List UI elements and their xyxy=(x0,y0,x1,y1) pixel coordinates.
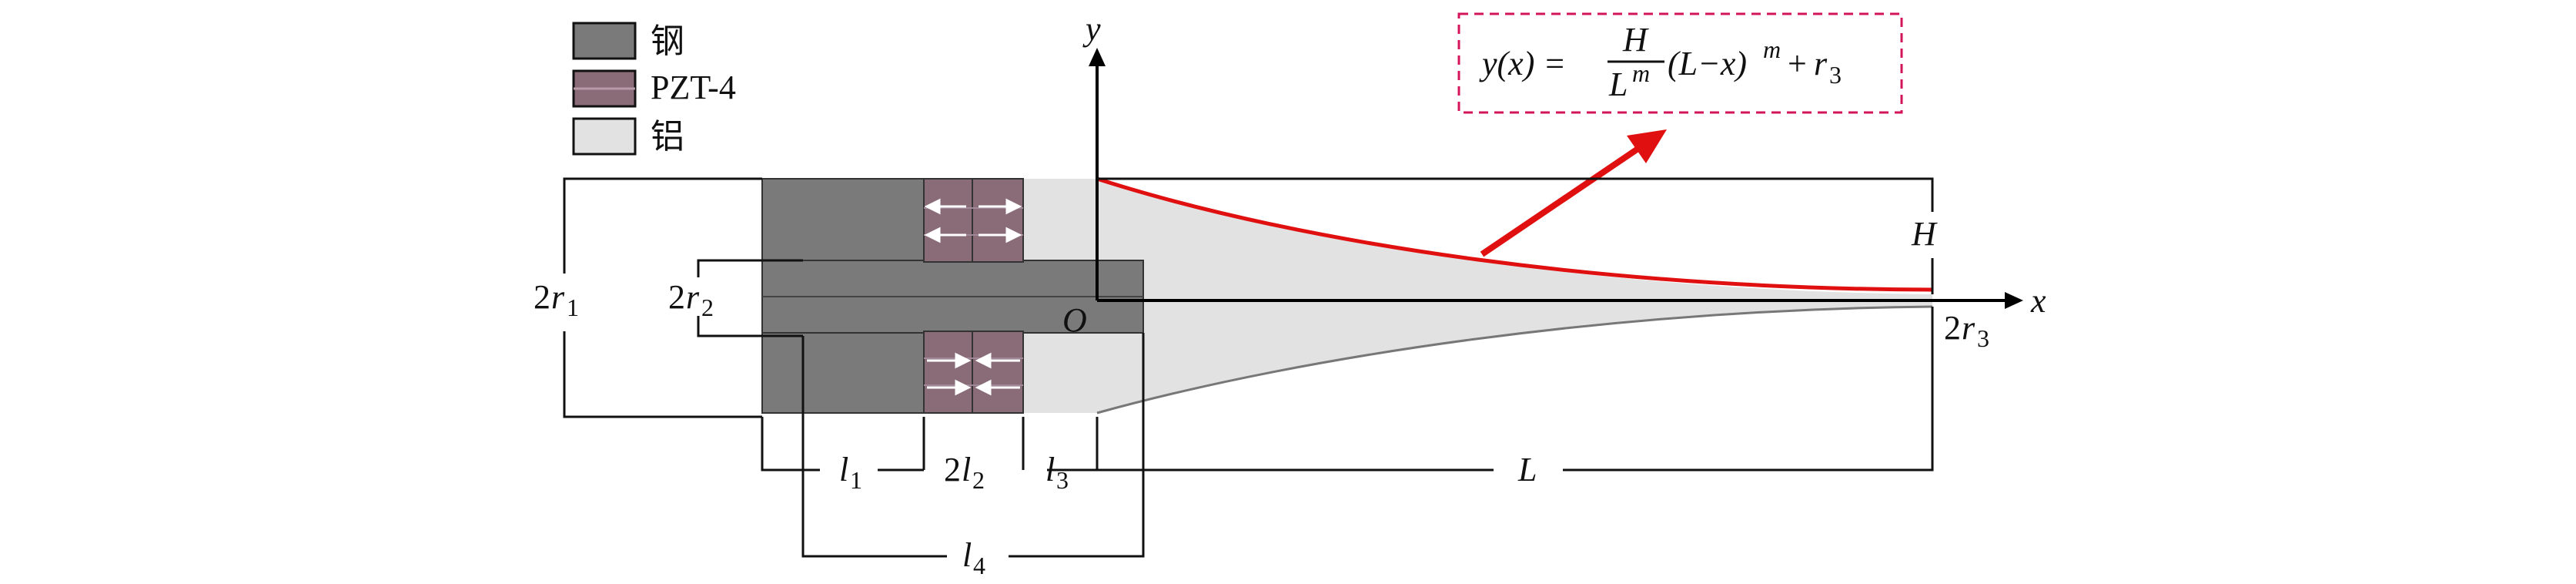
legend-steel-label: 钢 xyxy=(651,22,684,61)
formula-denominator-base: L xyxy=(1608,65,1628,103)
dim-2r1-prefix: 2 xyxy=(534,278,550,316)
dim-L-label: L xyxy=(1517,451,1537,488)
pzt-arrowhead-icon xyxy=(1005,198,1022,215)
dim-2r1-bracket xyxy=(563,177,762,418)
pzt-arrowhead-icon xyxy=(975,379,992,396)
x-axis-label: x xyxy=(2030,282,2046,320)
origin-label: O xyxy=(1062,301,1087,339)
formula-box: y(x) = H L m (L−x) m + r 3 xyxy=(1457,12,1903,114)
pzt-arrowhead-icon xyxy=(955,352,972,369)
dim-2l2-sub: 2 xyxy=(972,466,985,494)
legend: 钢 PZT-4 铝 xyxy=(572,22,736,156)
pzt-lower-2 xyxy=(972,331,1024,414)
dim-2r2-sub: 2 xyxy=(701,294,714,321)
formula-paren: (L−x) xyxy=(1668,45,1747,82)
aluminum-horn xyxy=(1024,179,1932,413)
dimension-lines: 2 r 1 2 r 2 H 2 r 3 l 1 2 l 2 l 3 L l 4 xyxy=(534,177,1989,579)
dim-l3-base: l xyxy=(1045,451,1055,488)
pzt-upper-1 xyxy=(923,178,973,263)
legend-pzt-label: PZT-4 xyxy=(651,69,736,106)
dim-2r2-prefix: 2 xyxy=(668,278,685,316)
pzt-arrowhead-icon xyxy=(1005,227,1022,243)
dim-2r3-prefix: 2 xyxy=(1944,309,1961,347)
formula-r-sub: 3 xyxy=(1829,61,1842,89)
pzt-lower-1 xyxy=(923,331,973,414)
dim-l1-base: l xyxy=(839,451,848,488)
formula-pointer xyxy=(1480,129,1667,257)
dim-H-bracket xyxy=(1097,177,1934,294)
dim-2r3-base: r xyxy=(1962,309,1975,347)
axes: y x O xyxy=(1062,10,2046,339)
profile-curve xyxy=(1096,176,1933,292)
formula-denominator-exp: m xyxy=(1632,59,1650,87)
dim-l4-base: l xyxy=(962,536,972,574)
legend-aluminum-label: 铝 xyxy=(651,117,684,156)
pzt-arrowhead-icon xyxy=(955,379,972,396)
steel-back-lower xyxy=(761,331,925,414)
dim-2r2-bracket xyxy=(697,259,803,337)
pzt-arrowhead-icon xyxy=(924,227,941,243)
dim-2r2-base: r xyxy=(686,278,700,316)
dim-2r1-base: r xyxy=(551,278,565,316)
legend-aluminum-swatch xyxy=(572,117,637,156)
dim-l1-sub: 1 xyxy=(850,466,862,494)
dim-l-row xyxy=(761,307,1934,472)
steel-parts xyxy=(761,178,1144,414)
polarization-arrows xyxy=(924,198,1022,396)
x-axis-arrow-icon xyxy=(2005,292,2023,309)
formula-numerator: H xyxy=(1622,21,1649,59)
pzt-upper-2 xyxy=(972,178,1024,263)
pointer-arrow-shaft xyxy=(1480,142,1646,257)
dim-2l2-prefix: 2 xyxy=(944,451,961,488)
dim-2r1-sub: 1 xyxy=(567,294,579,321)
steel-back-upper xyxy=(761,178,925,263)
formula-r-base: r xyxy=(1814,45,1828,82)
dim-l4-sub: 4 xyxy=(973,552,985,579)
pointer-arrowhead-icon xyxy=(1627,129,1667,163)
legend-steel-swatch xyxy=(572,22,637,60)
formula-exp: m xyxy=(1763,35,1781,63)
pzt-arrowhead-icon xyxy=(924,198,941,215)
dim-2l2-base: l xyxy=(962,451,971,488)
dim-2r3-sub: 3 xyxy=(1977,324,1989,352)
dim-H-label: H xyxy=(1911,215,1938,253)
dim-l3-sub: 3 xyxy=(1056,466,1069,494)
formula-lhs: y(x) = xyxy=(1479,45,1566,82)
y-axis-label: y xyxy=(1082,10,1101,48)
horn-lower-profile xyxy=(1096,305,1933,415)
y-axis-arrow-icon xyxy=(1089,48,1106,66)
formula-border xyxy=(1457,12,1903,114)
dim-l4-bracket xyxy=(801,333,1145,558)
formula-plus: + xyxy=(1788,45,1807,82)
pzt-arrowhead-icon xyxy=(975,352,992,369)
